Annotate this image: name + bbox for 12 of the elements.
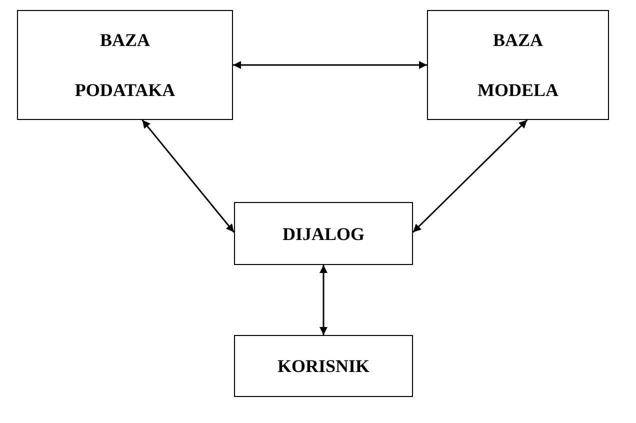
double-arrow bbox=[142, 120, 235, 233]
box-label: BAZA MODELA bbox=[476, 29, 560, 102]
process-box bbox=[17, 10, 233, 120]
process-box bbox=[234, 335, 413, 397]
box-label: DIJALOG bbox=[282, 222, 364, 244]
process-box bbox=[234, 202, 413, 265]
process-box bbox=[427, 10, 609, 120]
box-label: BAZA PODATAKA bbox=[74, 29, 176, 102]
double-arrow bbox=[412, 119, 528, 233]
double-arrow bbox=[233, 61, 427, 69]
double-arrow bbox=[320, 265, 328, 335]
box-label: KORISNIK bbox=[277, 355, 370, 377]
